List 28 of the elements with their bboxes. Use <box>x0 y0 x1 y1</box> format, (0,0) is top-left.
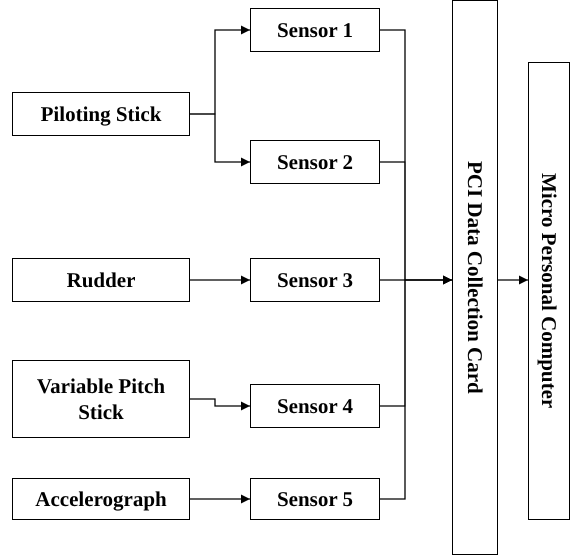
connector-arrow <box>190 276 250 284</box>
process-box <box>250 384 380 428</box>
box-label: Piloting Stick <box>40 100 162 128</box>
connector-arrow <box>380 276 452 500</box>
box-label: Rudder <box>66 266 136 294</box>
box-label: Sensor 4 <box>276 392 354 420</box>
connector-arrow <box>190 398 250 410</box>
process-box <box>250 478 380 520</box>
process-box <box>250 140 380 184</box>
box-label: Accelerograph <box>35 486 167 512</box>
box-label: Sensor 3 <box>276 266 354 294</box>
connector-arrow <box>190 113 250 166</box>
process-box <box>250 258 380 302</box>
box-label: Sensor 5 <box>276 486 354 512</box>
process-box <box>250 8 380 52</box>
box-label: Variable Pitch Stick <box>36 372 166 426</box>
process-box <box>12 258 190 302</box>
process-box <box>12 478 190 520</box>
box-label: PCI Data Collection Card <box>462 161 488 394</box>
box-label: Sensor 1 <box>276 16 354 44</box>
vertical-box <box>528 62 570 520</box>
connector-arrow <box>190 494 250 504</box>
vertical-box <box>452 0 498 555</box>
box-label: Micro Personal Computer <box>536 173 562 409</box>
process-box <box>12 360 190 438</box>
process-box <box>12 92 190 136</box>
box-label: Sensor 2 <box>276 148 354 176</box>
connector-arrow <box>498 276 528 284</box>
